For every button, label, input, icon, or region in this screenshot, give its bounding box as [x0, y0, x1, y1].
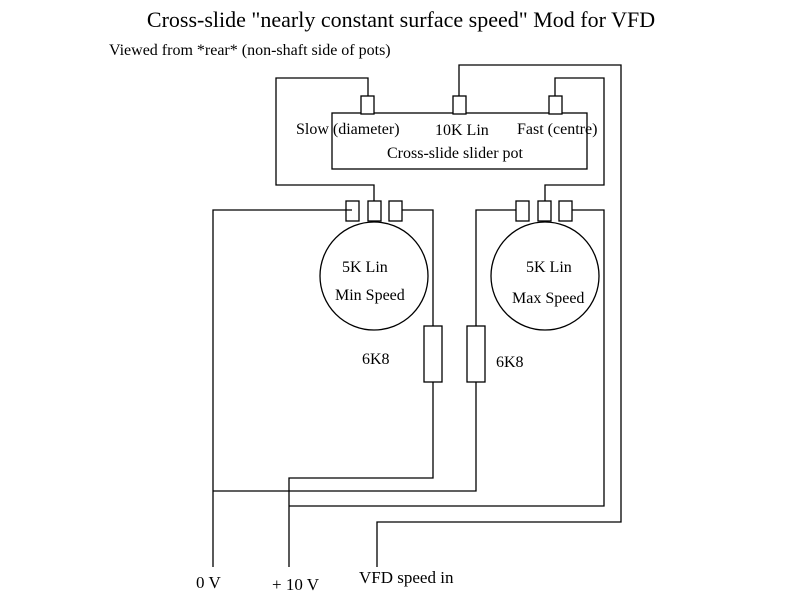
slider-pot-body: [331, 112, 588, 170]
max-speed-pot-body: [490, 221, 600, 331]
min-speed-pot-body: [319, 221, 429, 331]
resistor-left-value: 6K8: [362, 351, 390, 368]
min-speed-pot-pin-1: [345, 200, 360, 222]
resistor-right: [466, 325, 486, 383]
wire-min-to-0v: [212, 209, 352, 567]
min-speed-pot-pin-2: [367, 200, 382, 222]
resistor-left: [423, 325, 443, 383]
wire-resistor-to-10v: [288, 382, 434, 567]
wire-wiper-to-vfd: [376, 64, 622, 567]
wire-max-to-10v: [289, 209, 605, 507]
terminal-vfd-label: VFD speed in: [359, 568, 454, 587]
max-speed-pot-value: 5K Lin: [526, 259, 572, 276]
slider-pot-pin-slow: [360, 95, 375, 115]
max-speed-pot-pin-2: [537, 200, 552, 222]
slider-pot-fast-label: Fast (centre): [517, 121, 597, 138]
min-speed-pot-value: 5K Lin: [342, 259, 388, 276]
wire-min-to-resistor: [402, 209, 434, 326]
resistor-right-value: 6K8: [496, 354, 524, 371]
slider-pot-slow-label: Slow (diameter): [296, 121, 400, 138]
max-speed-pot-pin-3: [558, 200, 573, 222]
max-speed-pot-name: Max Speed: [512, 290, 584, 307]
wiring: [212, 64, 622, 567]
slider-pot-value-label: 10K Lin: [435, 122, 489, 139]
wire-fast-to-max-wiper: [544, 77, 605, 201]
min-speed-pot-pin-3: [388, 200, 403, 222]
diagram-title: Cross-slide "nearly constant surface spe…: [147, 7, 655, 32]
slider-pot-name: Cross-slide slider pot: [387, 145, 524, 162]
slider-pot-pin-wiper: [452, 95, 467, 115]
terminal-0v-label: 0 V: [196, 573, 221, 592]
min-speed-pot-name: Min Speed: [335, 287, 405, 304]
max-speed-pot-pin-1: [515, 200, 530, 222]
terminal-10v-label: + 10 V: [272, 575, 320, 594]
diagram-subtitle: Viewed from *rear* (non-shaft side of po…: [109, 42, 391, 59]
slider-pot-pin-fast: [548, 95, 563, 115]
wire-max-to-resistor: [475, 209, 516, 326]
wire-slow-to-min-wiper: [275, 77, 375, 201]
wire-resistor-to-0v: [213, 382, 477, 492]
